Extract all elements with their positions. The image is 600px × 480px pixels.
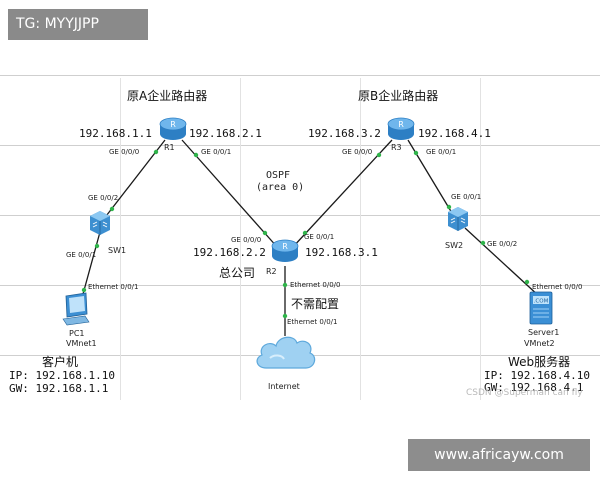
grid-line — [0, 285, 600, 286]
cloud-icon[interactable] — [252, 328, 318, 374]
server1-name: Server1 — [528, 328, 560, 337]
r2-note: 不需配置 — [291, 297, 340, 311]
r3-name: R3 — [391, 143, 402, 152]
r3-ip-left: 192.168.3.2 — [308, 127, 381, 140]
server1-ip: IP: 192.168.4.10 — [484, 369, 590, 382]
pc1-gw: GW: 192.168.1.1 — [9, 382, 109, 395]
switch-icon[interactable] — [88, 210, 112, 236]
router-icon[interactable]: R — [270, 238, 300, 264]
router-icon[interactable]: R — [158, 116, 188, 142]
r1-ip-right: 192.168.2.1 — [189, 127, 262, 140]
top-watermark: TG: MYYJJPP — [8, 9, 148, 40]
internet-name: Internet — [268, 382, 300, 391]
grid-line — [0, 145, 600, 146]
pc-icon[interactable] — [60, 292, 92, 326]
bottom-watermark: www.africayw.com — [408, 439, 590, 471]
r3-port-left: GE 0/0/0 — [342, 148, 373, 156]
sw1-name: SW1 — [108, 246, 127, 255]
link-sw2-server1 — [464, 227, 541, 298]
r2-port-left: GE 0/0/0 — [231, 236, 262, 244]
grid-line — [360, 78, 361, 400]
pc1-ip: IP: 192.168.1.10 — [9, 369, 115, 382]
r2-ip-right: 192.168.3.1 — [305, 246, 378, 259]
svg-text:R: R — [170, 120, 176, 129]
r3-ip-right: 192.168.4.1 — [418, 127, 491, 140]
server1-vmnet: VMnet2 — [524, 339, 555, 348]
grid-line — [120, 78, 121, 400]
sw2-port-top: GE 0/0/1 — [451, 193, 482, 201]
pc1-vmnet: VMnet1 — [66, 339, 97, 348]
link-r1-r2 — [181, 139, 279, 249]
router-icon[interactable]: R — [386, 116, 416, 142]
sw1-port-bottom: GE 0/0/1 — [66, 251, 97, 259]
link-r3-r2 — [291, 139, 393, 249]
r3-port-right: GE 0/0/1 — [426, 148, 457, 156]
csdn-watermark: CSDN @Superman can fly — [466, 388, 583, 398]
sw2-port-right: GE 0/0/2 — [487, 240, 518, 248]
r1-title: 原A企业路由器 — [127, 89, 208, 103]
sw1-port-top: GE 0/0/2 — [88, 194, 119, 202]
r3-title: 原B企业路由器 — [358, 89, 439, 103]
server1-caption: Web服务器 — [508, 355, 571, 369]
r2-port-right: GE 0/0/1 — [304, 233, 335, 241]
grid-line — [0, 75, 600, 76]
pc1-port: Ethernet 0/0/1 — [88, 283, 139, 291]
r2-ip-left: 192.168.2.2 — [193, 246, 266, 259]
server-icon[interactable]: .COM — [527, 290, 555, 326]
server1-port: Ethernet 0/0/0 — [532, 283, 583, 291]
pc1-name: PC1 — [69, 329, 85, 338]
switch-icon[interactable] — [446, 206, 470, 232]
pc1-caption: 客户机 — [42, 355, 79, 369]
grid-line — [240, 78, 241, 400]
grid-line — [0, 215, 600, 216]
ospf-label: OSPF — [266, 170, 291, 181]
ospf-area-label: (area 0) — [256, 182, 305, 193]
r1-port-right: GE 0/0/1 — [201, 148, 232, 156]
r2-label: 总公司 — [219, 266, 256, 280]
internet-port: Ethernet 0/0/1 — [287, 318, 338, 326]
sw2-name: SW2 — [445, 241, 464, 250]
grid-line — [480, 78, 481, 400]
r2-port-bottom: Ethernet 0/0/0 — [290, 281, 341, 289]
svg-text:R: R — [282, 242, 288, 251]
r1-ip-left: 192.168.1.1 — [79, 127, 152, 140]
svg-text:R: R — [398, 120, 404, 129]
server1-gw: GW: 192.168.4.1 — [484, 381, 584, 394]
r2-name: R2 — [266, 267, 277, 276]
svg-text:.COM: .COM — [534, 299, 549, 305]
r1-name: R1 — [164, 143, 175, 152]
r1-port-left: GE 0/0/0 — [109, 148, 140, 156]
